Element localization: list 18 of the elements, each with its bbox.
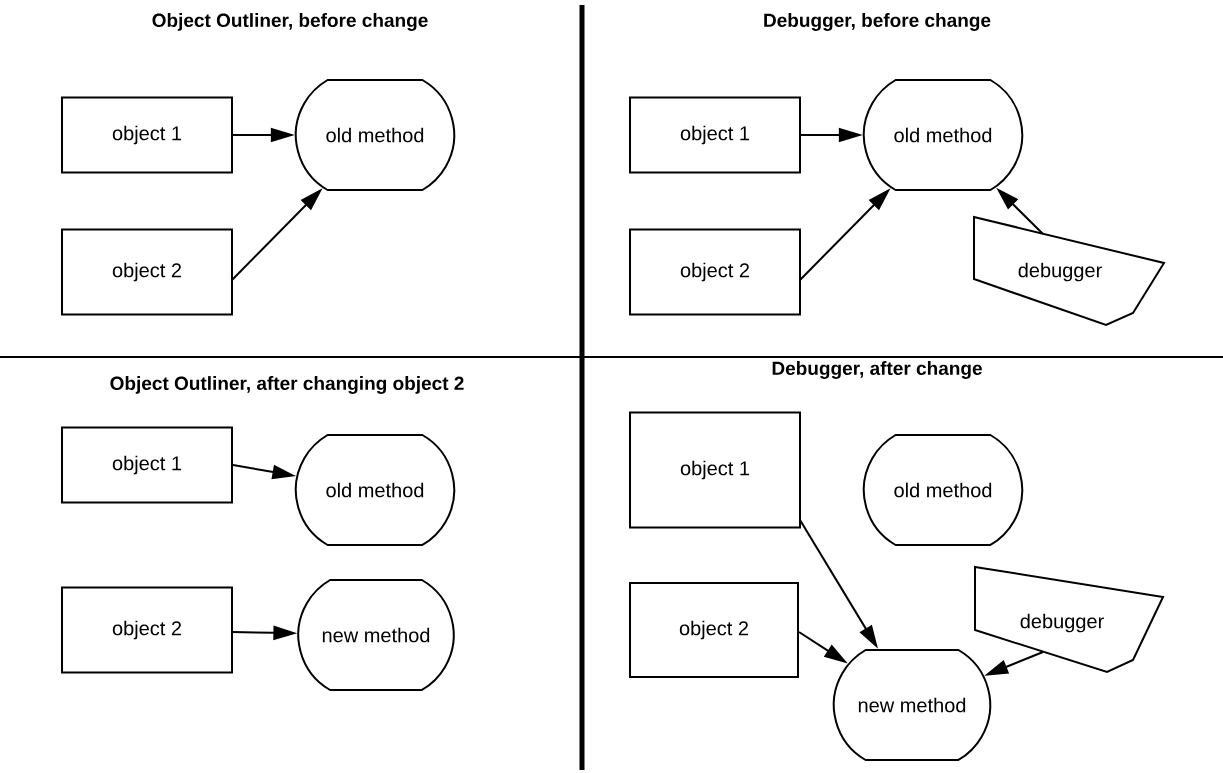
panel-title: Debugger, after change bbox=[772, 361, 982, 379]
process-box: object 2 bbox=[629, 582, 799, 678]
process-box: object 2 bbox=[629, 228, 801, 316]
rounded-box: old method bbox=[862, 434, 1024, 546]
rounded-box: new method bbox=[832, 649, 992, 761]
process-box: object 1 bbox=[629, 96, 801, 174]
rounded-box: new method bbox=[297, 579, 455, 691]
process-box: object 1 bbox=[61, 426, 233, 504]
process-box: object 2 bbox=[61, 228, 233, 316]
panel-title: Debugger, before change bbox=[764, 13, 991, 31]
process-box: object 1 bbox=[629, 411, 801, 529]
panel-title: Object Outliner, after changing object 2 bbox=[110, 376, 464, 394]
process-box: object 1 bbox=[61, 96, 233, 174]
rounded-box: old method bbox=[294, 434, 456, 546]
rounded-box: old method bbox=[862, 79, 1024, 191]
rounded-box: old method bbox=[294, 79, 456, 191]
process-box: object 2 bbox=[61, 586, 233, 674]
panel-title: Object Outliner, before change bbox=[152, 13, 428, 31]
